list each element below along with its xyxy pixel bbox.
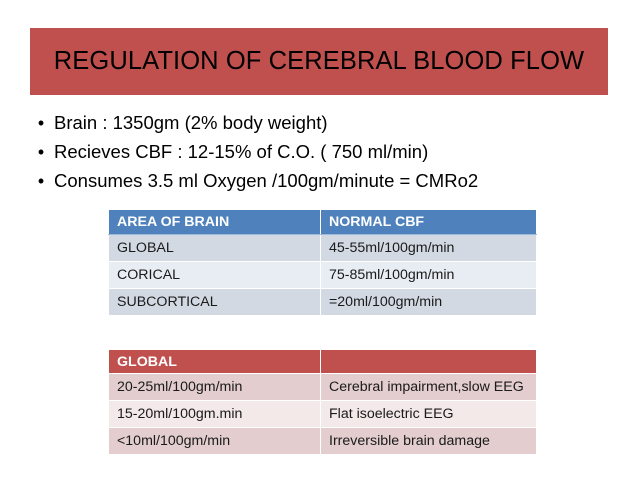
bullet-dot-icon: • <box>37 113 45 133</box>
column-header-normal-cbf: NORMAL CBF <box>320 209 537 235</box>
cell-region: SUBCORTICAL <box>108 288 321 316</box>
table-row: GLOBAL 45-55ml/100gm/min <box>108 234 537 262</box>
list-item-label: Consumes 3.5 ml Oxygen /100gm/minute = C… <box>54 170 479 191</box>
cell-effect: Irreversible brain damage <box>320 427 537 455</box>
cell-flow-range: 20-25ml/100gm/min <box>108 373 321 401</box>
cell-value: 45-55ml/100gm/min <box>320 234 537 262</box>
column-header-empty <box>320 349 537 374</box>
global-cbf-thresholds-table: GLOBAL 20-25ml/100gm/min Cerebral impair… <box>108 349 537 455</box>
table-row: 20-25ml/100gm/min Cerebral impairment,sl… <box>108 373 537 401</box>
cell-effect: Flat isoelectric EEG <box>320 400 537 428</box>
table-row: 15-20ml/100gm.min Flat isoelectric EEG <box>108 400 537 428</box>
table-header-row: GLOBAL <box>108 349 537 374</box>
cell-value: =20ml/100gm/min <box>320 288 537 316</box>
table-row: CORICAL 75-85ml/100gm/min <box>108 261 537 289</box>
slide-title-banner: REGULATION OF CEREBRAL BLOOD FLOW <box>30 28 608 95</box>
bullet-dot-icon: • <box>37 142 45 162</box>
cell-value: 75-85ml/100gm/min <box>320 261 537 289</box>
list-item-label: Recieves CBF : 12-15% of C.O. ( 750 ml/m… <box>54 141 429 162</box>
column-header-area-of-brain: AREA OF BRAIN <box>108 209 321 235</box>
cell-flow-range: <10ml/100gm/min <box>108 427 321 455</box>
bullet-dot-icon: • <box>37 171 45 191</box>
bullet-list: • Brain : 1350gm (2% body weight) • Reci… <box>28 110 588 197</box>
cell-flow-range: 15-20ml/100gm.min <box>108 400 321 428</box>
list-item: • Consumes 3.5 ml Oxygen /100gm/minute =… <box>28 168 588 197</box>
list-item-label: Brain : 1350gm (2% body weight) <box>54 112 328 133</box>
table-row: SUBCORTICAL =20ml/100gm/min <box>108 288 537 316</box>
cbf-normal-values-table: AREA OF BRAIN NORMAL CBF GLOBAL 45-55ml/… <box>108 209 537 316</box>
list-item: • Brain : 1350gm (2% body weight) <box>28 110 588 139</box>
table-row: <10ml/100gm/min Irreversible brain damag… <box>108 427 537 455</box>
column-header-global: GLOBAL <box>108 349 321 374</box>
cell-region: GLOBAL <box>108 234 321 262</box>
cell-effect: Cerebral impairment,slow EEG <box>320 373 537 401</box>
cell-region: CORICAL <box>108 261 321 289</box>
list-item: • Recieves CBF : 12-15% of C.O. ( 750 ml… <box>28 139 588 168</box>
table-header-row: AREA OF BRAIN NORMAL CBF <box>108 209 537 235</box>
page-title: REGULATION OF CEREBRAL BLOOD FLOW <box>53 47 585 75</box>
